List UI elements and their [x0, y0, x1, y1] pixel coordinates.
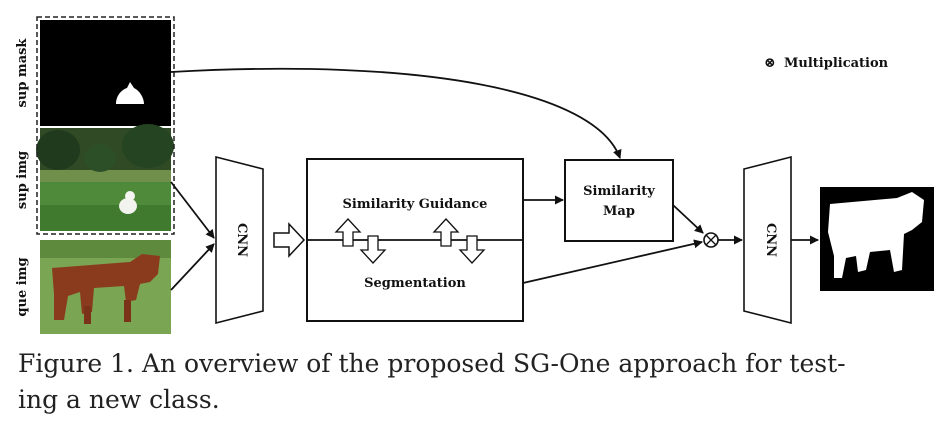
legend-multiplication-icon: ⊗	[764, 55, 776, 71]
side-label-que-img: que img	[15, 257, 30, 316]
output-mask-image	[820, 187, 934, 291]
legend-multiplication-label: Multiplication	[784, 56, 889, 71]
arrow-mask-to-similarity-map	[170, 67, 622, 159]
arrow-sup-img-to-cnn	[170, 181, 215, 239]
cnn-encoder-block	[215, 155, 264, 325]
similarity-map-label-line1: Similarity	[583, 184, 655, 199]
hollow-arrow-up-right	[432, 218, 460, 247]
figure-caption: Figure 1. An overview of the proposed SG…	[18, 346, 938, 418]
caption-line-1: Figure 1. An overview of the proposed SG…	[18, 349, 846, 378]
multiplication-node-cross-b	[705, 234, 717, 246]
similarity-map-box	[564, 159, 674, 242]
arrow-que-img-to-cnn	[170, 243, 215, 291]
support-image	[36, 124, 174, 231]
similarity-map-label-line2: Map	[603, 204, 635, 219]
side-label-sup-mask: sup mask	[15, 38, 30, 108]
hollow-arrow-down-right	[458, 235, 486, 264]
cnn-decoder-label: CNN	[763, 223, 778, 257]
caption-line-2: ing a new class.	[18, 385, 220, 414]
hollow-arrow-up-left	[334, 218, 362, 247]
similarity-guidance-label: Similarity Guidance	[343, 197, 488, 212]
cnn-encoder-label: CNN	[234, 223, 249, 257]
hollow-arrow-to-branches	[273, 222, 306, 258]
arrow-similarity-map-to-multiply	[672, 204, 704, 234]
arrow-segmentation-to-multiply	[522, 239, 703, 284]
query-image	[40, 240, 171, 334]
side-label-sup-img: sup img	[15, 151, 30, 209]
cnn-decoder-block	[743, 155, 792, 325]
support-mask-image	[40, 20, 171, 126]
hollow-arrow-down-left	[359, 235, 387, 264]
support-set-dashed-frame	[36, 16, 175, 235]
segmentation-label: Segmentation	[364, 276, 466, 291]
